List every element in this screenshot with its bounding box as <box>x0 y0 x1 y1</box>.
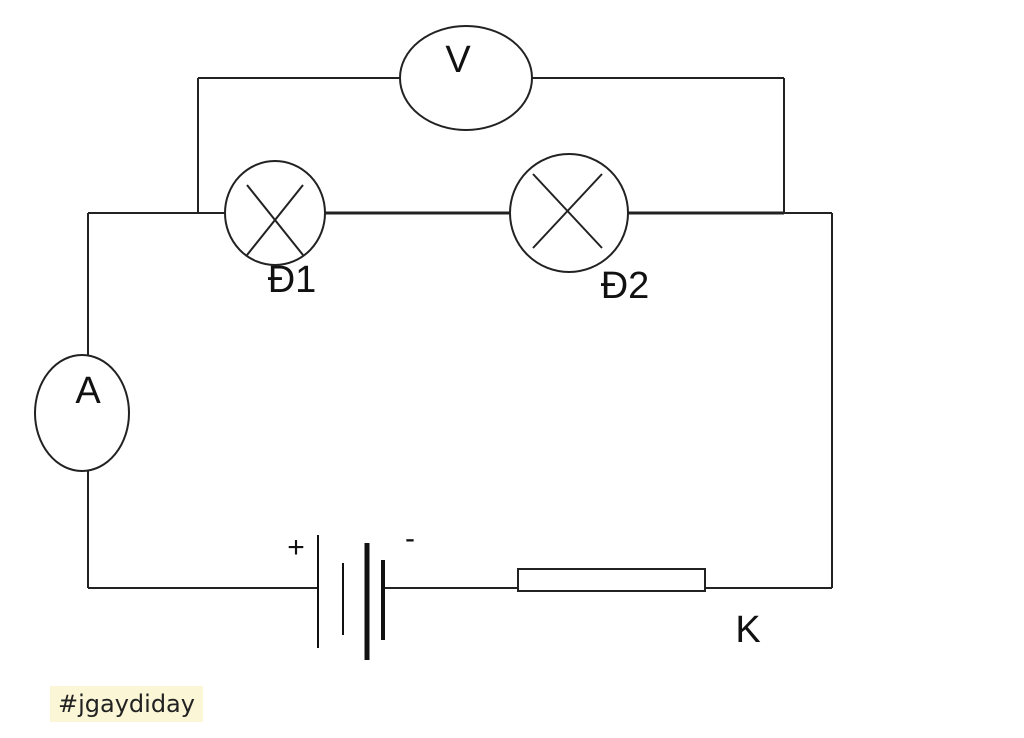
lamp-2-label: Đ2 <box>601 265 650 307</box>
ammeter-body <box>34 354 130 472</box>
voltmeter-label: V <box>445 39 471 81</box>
lamp-1: Đ1 <box>224 160 326 301</box>
battery-positive-label: + <box>287 531 305 564</box>
switch-label: K <box>735 609 760 651</box>
switch-body <box>517 568 706 592</box>
ammeter-label: A <box>75 370 101 412</box>
wires <box>87 77 833 589</box>
lamp-1-body <box>224 160 326 266</box>
lamp-2: Đ2 <box>509 153 650 307</box>
voltmeter: V <box>399 25 533 131</box>
lamp-1-cross-b <box>246 184 304 256</box>
battery: + - <box>287 522 415 660</box>
lamp-1-label: Đ1 <box>268 259 317 301</box>
battery-negative-label: - <box>405 522 415 555</box>
ammeter: A <box>34 354 130 472</box>
switch-k: K <box>517 568 761 651</box>
watermark-tag: #jgaydiday <box>50 686 203 722</box>
lamp-2-cross-b <box>532 173 603 249</box>
voltmeter-body <box>399 25 533 131</box>
